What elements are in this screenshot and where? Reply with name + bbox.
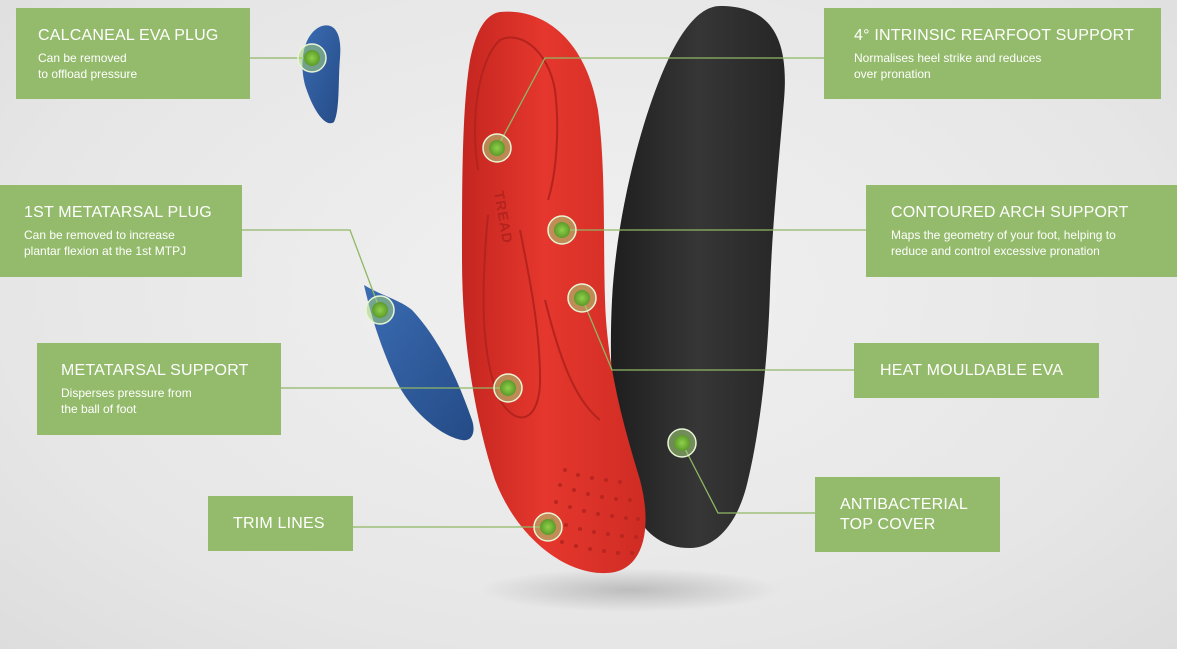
hotspot-heat[interactable] bbox=[567, 283, 597, 313]
leader-antibacterial bbox=[681, 442, 815, 514]
label-description: Can be removed to offload pressure bbox=[38, 50, 138, 81]
label-intrinsic-rearfoot-support: 4° INTRINSIC REARFOOT SUPPORT Normalises… bbox=[824, 8, 1161, 99]
hotspot-arch[interactable] bbox=[547, 215, 577, 245]
label-first-metatarsal-plug: 1ST METATARSAL PLUG Can be removed to in… bbox=[0, 185, 242, 277]
label-title: ANTIBACTERIAL TOP COVER bbox=[840, 495, 968, 533]
floor-shadow bbox=[480, 568, 780, 612]
hotspot-calcaneal[interactable] bbox=[297, 43, 327, 73]
label-antibacterial-top-cover: ANTIBACTERIAL TOP COVER bbox=[815, 477, 1000, 552]
hotspots bbox=[297, 43, 697, 542]
hotspot-antibacterial[interactable] bbox=[667, 428, 697, 458]
arch-contour bbox=[482, 214, 542, 419]
label-title: CONTOURED ARCH SUPPORT bbox=[891, 204, 1129, 221]
label-description: Maps the geometry of your foot, helping … bbox=[891, 228, 1116, 258]
label-title: 4° INTRINSIC REARFOOT SUPPORT bbox=[854, 26, 1135, 44]
label-title: CALCANEAL EVA PLUG bbox=[38, 26, 219, 44]
leader-metatarsal-plug bbox=[242, 229, 381, 311]
label-trim-lines: TRIM LINES bbox=[208, 496, 353, 551]
label-description: Normalises heel strike and reduces over … bbox=[854, 50, 1042, 81]
label-metatarsal-support: METATARSAL SUPPORT Disperses pressure fr… bbox=[37, 343, 281, 435]
label-title: METATARSAL SUPPORT bbox=[61, 362, 249, 379]
label-description: Disperses pressure from the ball of foot bbox=[61, 386, 192, 416]
label-heat-mouldable-eva: HEAT MOULDABLE EVA bbox=[854, 343, 1099, 398]
hotspot-metatarsal-plug[interactable] bbox=[365, 295, 395, 325]
top-cover bbox=[610, 6, 785, 548]
hotspot-metatarsal-support[interactable] bbox=[493, 373, 523, 403]
label-contoured-arch-support: CONTOURED ARCH SUPPORT Maps the geometry… bbox=[866, 185, 1177, 277]
label-calcaneal-eva-plug: CALCANEAL EVA PLUG Can be removed to off… bbox=[16, 8, 250, 99]
trim-line-dots bbox=[550, 468, 640, 555]
label-title: 1ST METATARSAL PLUG bbox=[24, 204, 212, 221]
heel-cup-contour bbox=[473, 36, 559, 201]
label-description: Can be removed to increase plantar flexi… bbox=[24, 228, 187, 258]
hotspot-rearfoot[interactable] bbox=[482, 133, 512, 163]
label-title: HEAT MOULDABLE EVA bbox=[880, 361, 1064, 379]
metatarsal-plug bbox=[364, 285, 474, 441]
leader-lines bbox=[242, 57, 866, 528]
label-title: TRIM LINES bbox=[233, 514, 325, 532]
calcaneal-plug bbox=[302, 25, 341, 124]
hotspot-trim[interactable] bbox=[533, 512, 563, 542]
leader-heat bbox=[581, 297, 854, 371]
met-contour bbox=[544, 299, 601, 421]
leader-rearfoot bbox=[496, 57, 824, 149]
